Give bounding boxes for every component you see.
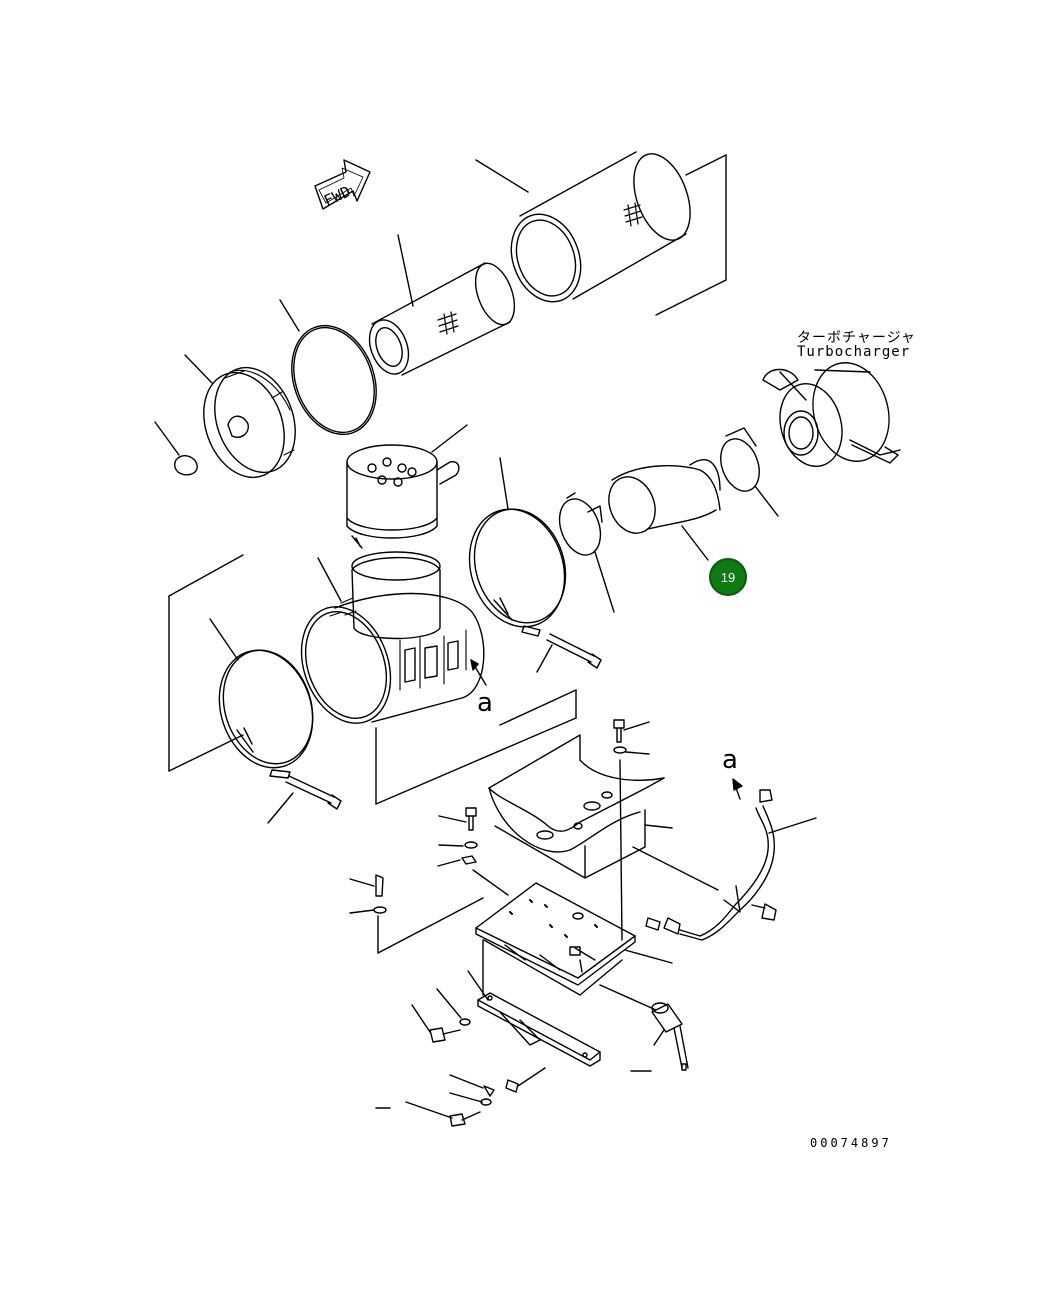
hose-clamp-turbo [720, 427, 779, 517]
air-cleaner-body [300, 551, 487, 724]
document-number: 00074897 [810, 1136, 892, 1150]
turbocharger-label: Turbocharger [797, 344, 911, 360]
plate [475, 882, 673, 996]
indicator-tube [632, 778, 817, 941]
inner-filter-element [368, 234, 516, 376]
leader-bracket-left [168, 554, 577, 805]
evacuator-valve [154, 421, 198, 476]
turbocharger [762, 362, 901, 468]
sensor [599, 984, 689, 1072]
turbocharger-label-japanese: ターボチャージャ [797, 330, 916, 346]
intake-hose [608, 459, 721, 561]
hose-clamp-upper [558, 492, 615, 613]
precleaner-cap [346, 424, 468, 549]
fwd-arrow-icon: FWD [314, 159, 371, 210]
support [375, 970, 601, 1127]
part-callout-19[interactable]: 19 [709, 558, 747, 596]
o-ring [279, 299, 377, 436]
part-callout-number: 19 [720, 569, 736, 585]
air-cleaner-cover [184, 354, 296, 479]
mounting-bracket [488, 734, 673, 879]
bolt-washer-set-1 [613, 719, 650, 941]
mounting-band-lower [209, 618, 342, 824]
leader-bracket [655, 154, 727, 316]
mounting-band-upper [468, 457, 602, 673]
bolt-washer-set-2 [349, 807, 509, 954]
view-reference-a-target: a [722, 745, 738, 775]
outer-filter-element [475, 151, 691, 303]
view-reference-a: a [477, 688, 493, 718]
